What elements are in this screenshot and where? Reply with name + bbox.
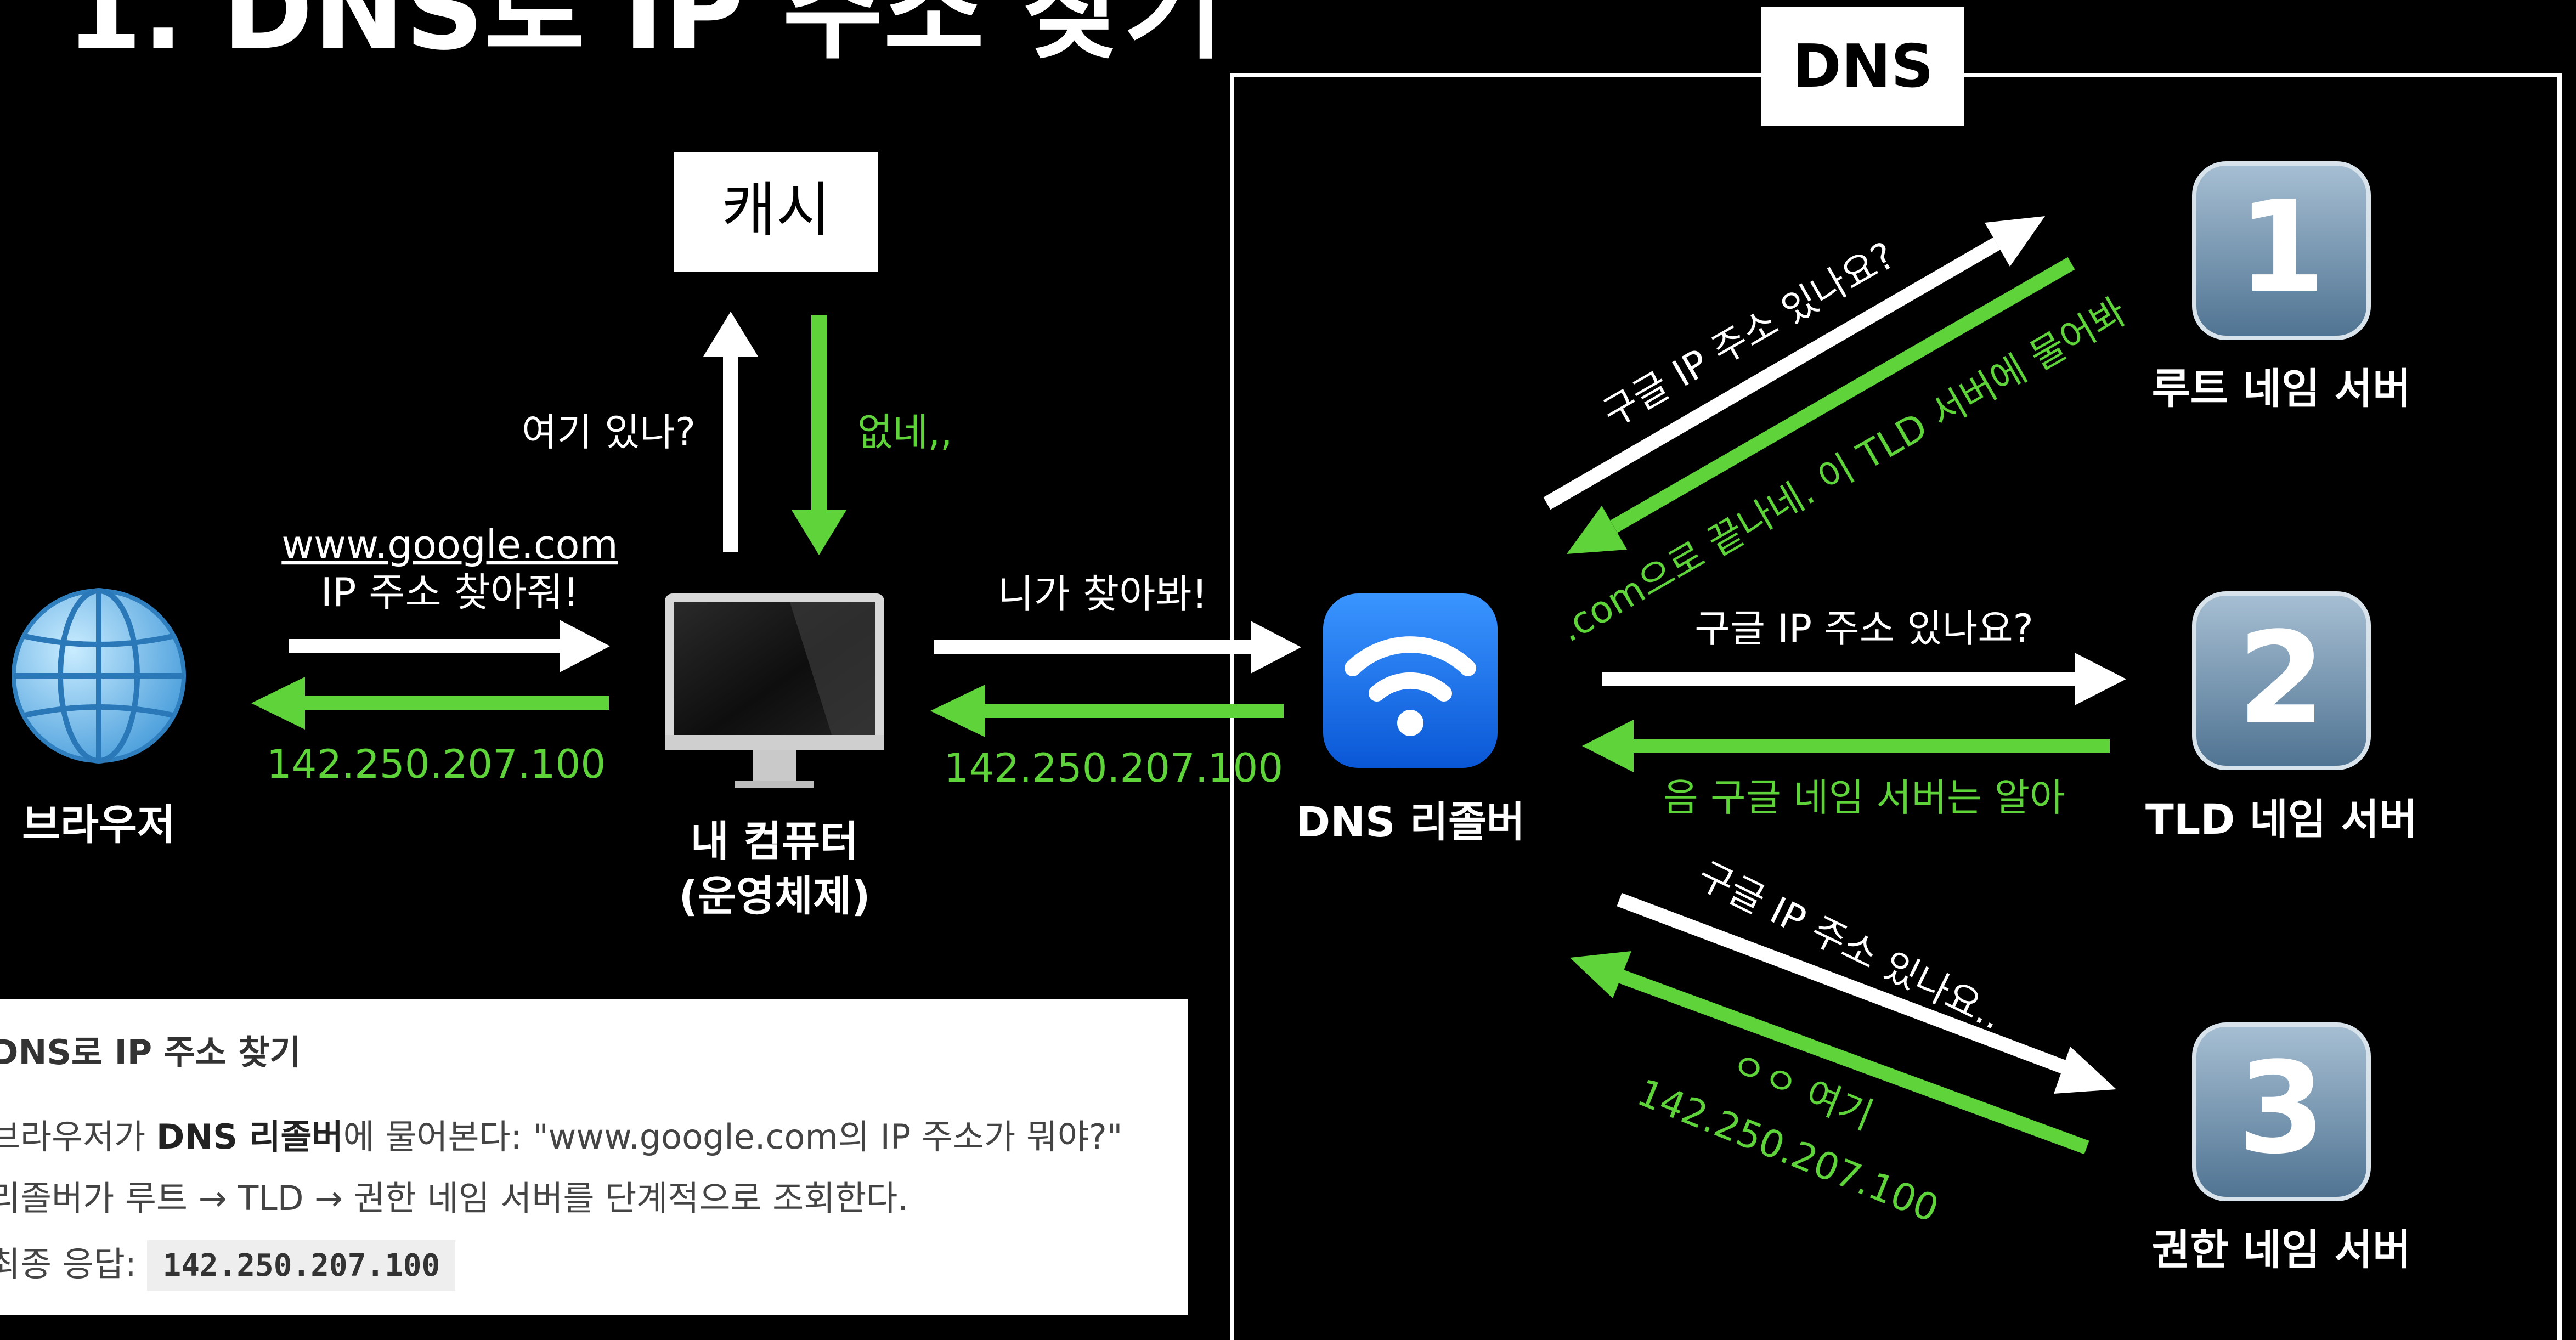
os-to-resolver-label: 니가 찾아봐! [998, 571, 1208, 617]
root-server-label: 루트 네임 서버 [2152, 364, 2411, 413]
auth-server-badge: 3 [2192, 1022, 2371, 1201]
dns-box-label-bg [1761, 7, 1964, 126]
svg-text:3: 3 [2238, 1036, 2325, 1182]
page-title: 1. DNS로 IP 주소 찾기 [66, 0, 1224, 75]
svg-text:2: 2 [2238, 606, 2325, 752]
note-line-1-bold: DNS 리졸버 [156, 1117, 343, 1157]
tld-server-badge: 2 [2192, 591, 2371, 770]
tld-server-label: TLD 네임 서버 [2145, 795, 2417, 844]
resolver-to-os-arrow [930, 685, 1284, 737]
root-answer-label: .com으로 끝나네. 이 TLD 서버에 물어봐 [1552, 290, 2134, 651]
os-to-resolver-arrow [934, 621, 1301, 674]
tld-query-arrow [1602, 653, 2126, 705]
svg-text:1: 1 [2238, 174, 2325, 321]
resolver-label: DNS 리졸버 [1296, 798, 1525, 846]
dns-box-label: DNS [1792, 32, 1934, 101]
auth-query-arrow [1617, 892, 2116, 1094]
cache-label: 캐시 [722, 176, 831, 245]
browser-label: 브라우저 [22, 800, 176, 849]
cache-query-arrow [703, 312, 758, 552]
request-text: IP 주소 찾아줘! [321, 569, 579, 615]
response-ip: 142.250.207.100 [267, 741, 606, 787]
tld-answer-arrow [1582, 720, 2110, 772]
tld-query-label: 구글 IP 주소 있나요? [1694, 606, 2033, 651]
cache-box [674, 152, 878, 272]
root-query-label: 구글 IP 주소 있나요? [1596, 234, 1902, 436]
root-answer-arrow [1567, 257, 2075, 554]
cache-ask-label: 여기 있나? [522, 410, 696, 455]
globe-icon [12, 588, 186, 764]
resolver-to-os-ip: 142.250.207.100 [944, 745, 1283, 791]
root-query-arrow [1543, 216, 2045, 510]
browser-to-os-arrow [289, 620, 610, 672]
tld-answer-label: 음 구글 네임 서버는 알아 [1663, 775, 2065, 820]
note-panel: DNS로 IP 주소 찾기 브라우저가 DNS 리졸버에 물어본다: "www.… [0, 999, 1188, 1315]
note-heading: DNS로 IP 주소 찾기 [0, 1032, 301, 1072]
cache-miss-label: 없네,, [857, 410, 952, 455]
cache-miss-arrow [792, 315, 846, 555]
auth-answer-arrow [1570, 951, 2089, 1155]
auth-server-label: 권한 네임 서버 [2152, 1225, 2411, 1274]
note-line-3: 최종 응답: 142.250.207.100 [0, 1236, 456, 1291]
wifi-icon [1323, 593, 1498, 768]
root-server-badge: 1 [2192, 161, 2371, 340]
note-line-2: 리졸버가 루트 → TLD → 권한 네임 서버를 단계적으로 조회한다. [0, 1178, 909, 1218]
computer-label-line2: (운영체제) [679, 872, 870, 920]
monitor-icon [665, 593, 884, 788]
note-line-1: 브라우저가 DNS 리졸버에 물어본다: "www.google.com의 IP… [0, 1117, 1123, 1157]
note-ip-code: 142.250.207.100 [147, 1240, 456, 1291]
computer-label-line1: 내 컴퓨터 [691, 817, 858, 866]
request-domain: www.google.com [281, 522, 618, 568]
os-to-browser-arrow [251, 677, 609, 730]
